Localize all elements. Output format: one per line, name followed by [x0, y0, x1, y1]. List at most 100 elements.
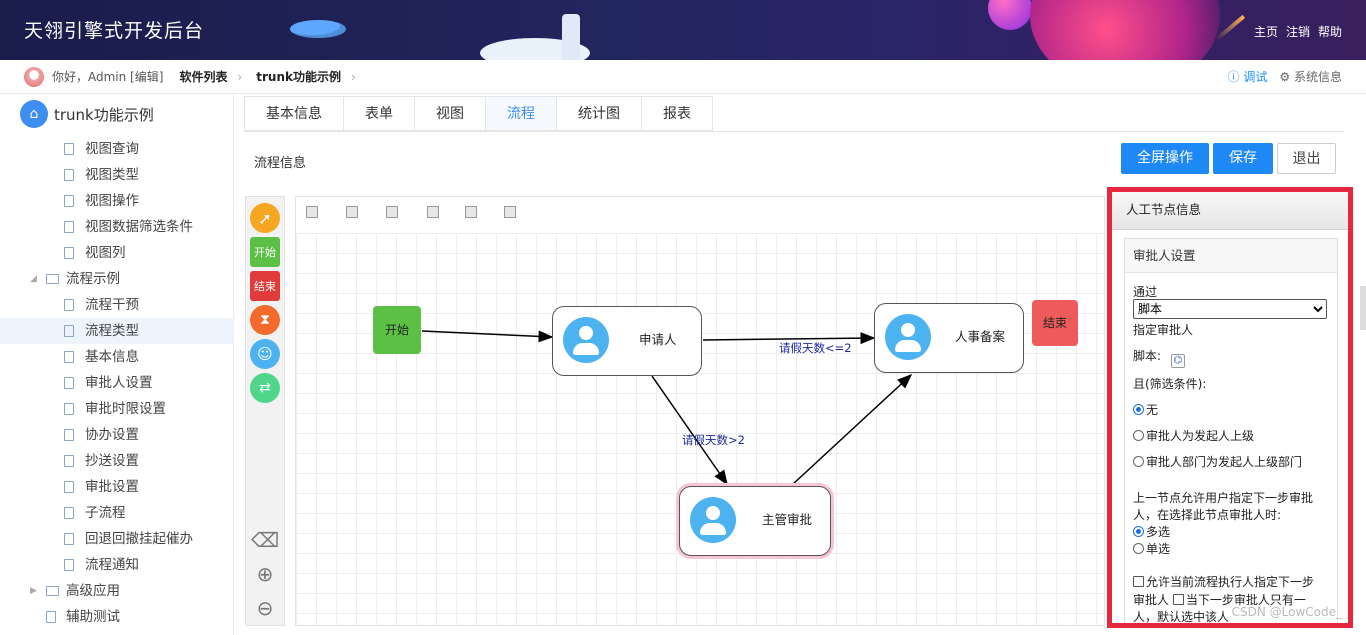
sidebar-item[interactable]: 审批设置	[0, 474, 233, 500]
sidebar-item[interactable]: 视图列	[0, 240, 233, 266]
user-greeting[interactable]: 你好，Admin [编辑]	[52, 70, 164, 84]
single-select-option[interactable]: 单选	[1133, 540, 1170, 557]
flow-canvas[interactable]: 开始 申请人 人事备案 结束 主管审批 请假天数<=2 请假天数>2	[295, 196, 1105, 626]
sidebar-folder[interactable]: ▶高级应用	[0, 578, 233, 604]
sidebar-item[interactable]: 视图查询	[0, 136, 233, 162]
document-icon	[64, 429, 74, 441]
radio-icon[interactable]	[1133, 543, 1144, 554]
subflow-icon[interactable]: ⇄	[250, 373, 280, 403]
caret-down-icon[interactable]: ◢	[30, 274, 37, 284]
folder-icon	[46, 274, 59, 284]
multi-select-option[interactable]: 多选	[1133, 523, 1170, 540]
sidebar-item[interactable]: 流程干预	[0, 292, 233, 318]
transition-arrow-icon[interactable]: ➚	[250, 203, 280, 233]
sidebar-item[interactable]: 审批人设置	[0, 370, 233, 396]
system-info-link[interactable]: ⚙ 系统信息	[1279, 70, 1342, 84]
help-link[interactable]: 帮助	[1317, 25, 1342, 39]
hourglass-icon[interactable]: ⧗	[250, 305, 280, 335]
applicant-node[interactable]: 申请人	[552, 306, 702, 376]
tab-form[interactable]: 表单	[343, 96, 414, 131]
sidebar-root[interactable]: ⌂ trunk功能示例	[20, 100, 154, 128]
checkbox-label: 当下一步审批人只有一	[1185, 593, 1306, 607]
sidebar-item[interactable]: 流程通知	[0, 552, 233, 578]
allow-assign-option[interactable]: 允许当前流程执行人指定下一步	[1133, 573, 1314, 590]
radio-label: 审批人为发起人上级	[1146, 429, 1255, 443]
edge-start-to-applicant[interactable]	[421, 330, 554, 343]
edge-manager-to-hr[interactable]	[791, 373, 913, 486]
align-center-icon[interactable]	[346, 206, 358, 218]
sidebar-item[interactable]: 视图操作	[0, 188, 233, 214]
align-middle-icon[interactable]	[465, 206, 477, 218]
debug-link[interactable]: ⓘ 调试	[1227, 70, 1268, 84]
sidebar-item-active[interactable]: 流程类型	[0, 318, 233, 344]
caret-right-icon[interactable]: ▶	[30, 586, 37, 596]
logout-link[interactable]: 注销	[1285, 25, 1310, 39]
avatar[interactable]	[24, 66, 44, 87]
sidebar-item[interactable]: 回退回撤挂起催办	[0, 526, 233, 552]
user-node-icon[interactable]: ☺	[250, 339, 280, 369]
sidebar-item-label: 视图操作	[85, 193, 139, 209]
sidebar-item[interactable]: 辅助测试	[0, 604, 233, 630]
filter-option-dept[interactable]: 审批人部门为发起人上级部门	[1133, 453, 1302, 470]
manager-approval-node[interactable]: 主管审批	[679, 486, 831, 556]
align-bottom-icon[interactable]	[504, 206, 516, 218]
exit-button[interactable]: 退出	[1277, 143, 1336, 174]
sidebar-item-label: 辅助测试	[66, 609, 120, 625]
planet-decoration	[988, 0, 1032, 30]
home-link[interactable]: 主页	[1253, 25, 1278, 39]
sidebar-item[interactable]: 基本信息	[0, 344, 233, 370]
edge-label-gt2[interactable]: 请假天数>2	[682, 433, 745, 447]
edge-applicant-to-manager[interactable]	[651, 375, 728, 486]
radio-checked-icon[interactable]	[1133, 526, 1144, 537]
user-avatar-icon	[885, 314, 931, 360]
align-left-icon[interactable]	[306, 206, 318, 218]
tab-view[interactable]: 视图	[414, 96, 485, 131]
save-button[interactable]: 保存	[1213, 143, 1273, 174]
tab-basic-info[interactable]: 基本信息	[244, 96, 343, 131]
hr-record-node[interactable]: 人事备案	[874, 303, 1024, 373]
sidebar-folder[interactable]: ◢流程示例	[0, 266, 233, 292]
filter-option-superior[interactable]: 审批人为发起人上级	[1133, 427, 1254, 444]
edge-label-le2[interactable]: 请假天数<=2	[779, 341, 852, 355]
tab-bar: 基本信息 表单 视图 流程 统计图 报表	[244, 96, 1344, 132]
align-right-icon[interactable]	[386, 206, 398, 218]
radio-icon[interactable]	[1133, 456, 1144, 467]
allow-assign-text-2: 审批人 当下一步审批人只有一	[1133, 591, 1306, 608]
script-edit-icon[interactable]: ⌬	[1170, 354, 1185, 368]
eraser-icon[interactable]: ⌫	[250, 528, 280, 552]
zoom-out-icon[interactable]: ⊖	[256, 596, 274, 620]
page-scrollbar[interactable]	[1360, 286, 1366, 330]
edge-applicant-to-hr[interactable]	[702, 332, 876, 345]
filter-option-none[interactable]: 无	[1133, 401, 1158, 418]
sidebar-item[interactable]: 子流程	[0, 500, 233, 526]
document-icon	[64, 247, 74, 259]
breadcrumb-software-list[interactable]: 软件列表	[179, 70, 228, 84]
breadcrumb-separator-icon: ›	[351, 69, 356, 84]
sidebar-item[interactable]: 协办设置	[0, 422, 233, 448]
palette-start-node[interactable]: 开始	[250, 237, 280, 267]
tab-chart[interactable]: 统计图	[556, 96, 641, 131]
sidebar-item[interactable]: 视图类型	[0, 162, 233, 188]
checkbox-icon[interactable]	[1133, 576, 1144, 587]
fullscreen-button[interactable]: 全屏操作	[1121, 143, 1209, 174]
sidebar-item[interactable]: 视图数据筛选条件	[0, 214, 233, 240]
palette-end-node[interactable]: 结束	[250, 271, 280, 301]
document-icon	[64, 299, 74, 311]
align-top-icon[interactable]	[427, 206, 439, 218]
sidebar-item[interactable]: 审批时限设置	[0, 396, 233, 422]
approver-type-select[interactable]: 脚本	[1133, 299, 1327, 319]
breadcrumb-app[interactable]: trunk功能示例	[256, 70, 341, 84]
start-node[interactable]: 开始	[373, 306, 421, 354]
node-palette: ➚ 开始 结束 ⧗ ☺ ⇄ ⌫ ⊕ ⊖	[245, 196, 285, 626]
zoom-in-icon[interactable]: ⊕	[256, 562, 274, 586]
radio-checked-icon[interactable]	[1133, 404, 1144, 415]
radio-icon[interactable]	[1133, 430, 1144, 441]
next-step-text-2: 人，在选择此节点审批人时:	[1133, 508, 1282, 522]
top-header: 天翎引擎式开发后台 主页 注销 帮助	[0, 0, 1366, 60]
document-icon	[64, 325, 74, 337]
sidebar-item[interactable]: 抄送设置	[0, 448, 233, 474]
end-node[interactable]: 结束	[1032, 300, 1078, 346]
tab-flow[interactable]: 流程	[485, 96, 556, 131]
tab-report[interactable]: 报表	[641, 96, 713, 131]
checkbox-icon[interactable]	[1172, 594, 1184, 605]
